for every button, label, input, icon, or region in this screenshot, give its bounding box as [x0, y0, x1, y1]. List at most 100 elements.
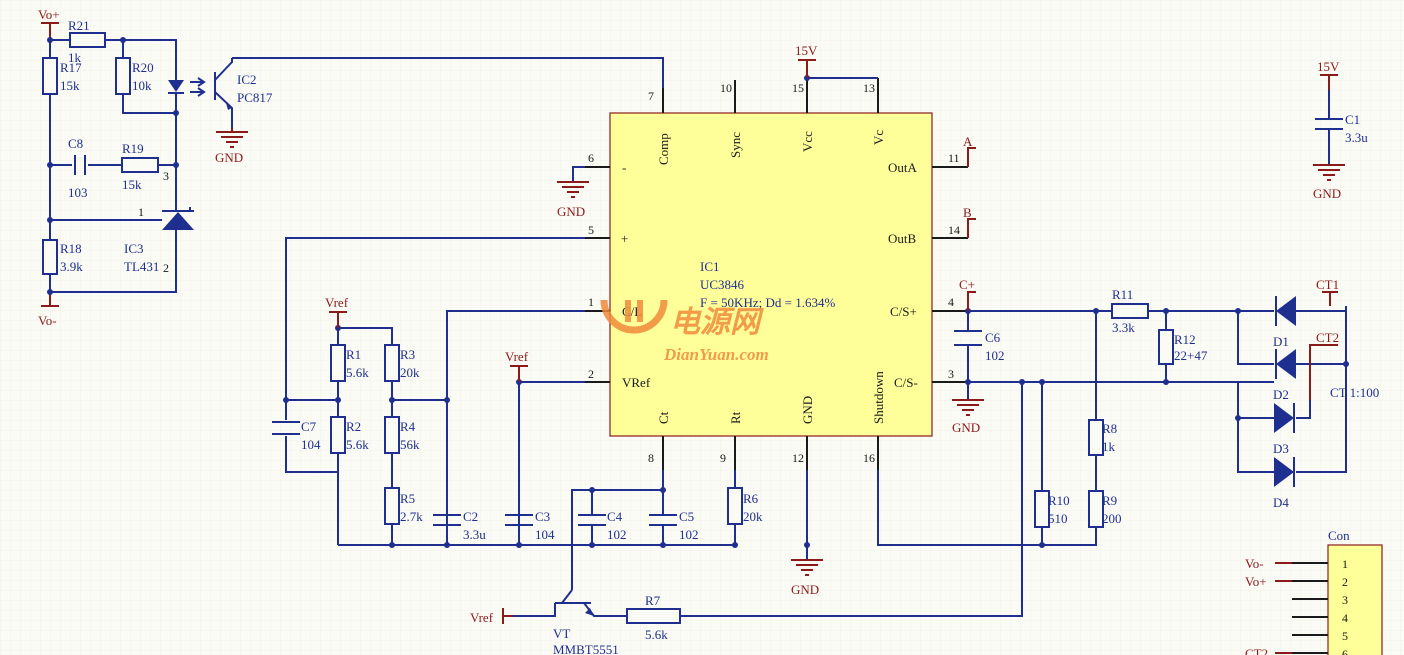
r19-refdes: R19	[122, 141, 144, 156]
pin-num-vref: 2	[588, 367, 594, 381]
diode-d1	[1275, 296, 1296, 326]
d1-refdes: D1	[1273, 334, 1289, 349]
net-label-c-plus: C+	[959, 277, 975, 292]
con-net-vo-plus: Vo+	[1245, 574, 1267, 589]
con-pin-6: 6	[1342, 647, 1348, 655]
r10-refdes: R10	[1048, 493, 1070, 508]
d3-refdes: D3	[1273, 441, 1289, 456]
pin-name-plus: +	[621, 231, 628, 246]
net-vref-vt: Vref	[470, 608, 513, 625]
pin-num-sync: 10	[720, 81, 732, 95]
pin-name-vref: VRef	[622, 375, 651, 390]
diode-d2	[1275, 349, 1296, 379]
r8-value: 1k	[1102, 439, 1116, 454]
r12-refdes: R12	[1174, 332, 1196, 347]
c8-refdes: C8	[68, 136, 83, 151]
con-pin-5: 5	[1342, 629, 1348, 643]
net-label-vo-minus: Vo-	[38, 313, 57, 328]
r20-refdes: R20	[132, 60, 154, 75]
pin-num-gnd: 12	[792, 451, 804, 465]
r21-value: 1k	[68, 50, 82, 65]
vt-part: MMBT5551	[553, 642, 619, 655]
pin-num-outb: 14	[948, 223, 960, 237]
c5-refdes: C5	[679, 509, 694, 524]
net-flag-c-plus: C+	[959, 277, 976, 311]
capacitor-c7	[272, 421, 300, 435]
c3-value: 104	[535, 527, 555, 542]
watermark-cn: 电源网	[670, 306, 764, 339]
gnd-symbol-ic1: GND	[791, 559, 823, 597]
resistor-r6	[727, 487, 743, 525]
c4-refdes: C4	[607, 509, 623, 524]
watermark-en: DianYuan.com	[663, 345, 769, 364]
d2-refdes: D2	[1273, 387, 1289, 402]
con-net-ct2: CT2	[1245, 646, 1268, 655]
c6-value: 102	[985, 348, 1005, 363]
net-label-15v-c1: 15V	[1317, 59, 1340, 74]
net-label-vref-vt: Vref	[470, 610, 494, 625]
pin-name-outb: OutB	[888, 231, 917, 246]
r4-refdes: R4	[400, 419, 416, 434]
r5-refdes: R5	[400, 491, 415, 506]
ic3-refdes: IC3	[124, 241, 144, 256]
r11-value: 3.3k	[1112, 320, 1135, 335]
net-label-vref-c3: Vref	[505, 349, 529, 364]
ic1-part: UC3846	[700, 277, 745, 292]
con-pin-4: 4	[1342, 611, 1348, 625]
r12-value: 22+47	[1174, 348, 1208, 363]
net-vo-plus-top: Vo+	[38, 7, 60, 40]
r10-value: 510	[1048, 511, 1068, 526]
capacitor-c6	[954, 330, 982, 346]
c4-value: 102	[607, 527, 627, 542]
gnd-symbol-c6: GND	[952, 399, 984, 435]
pin-name-gnd: GND	[800, 396, 815, 424]
pin-num-cl: 1	[588, 295, 594, 309]
ic1-params: F = 50KHz; Dd = 1.634%	[700, 295, 835, 310]
r1-refdes: R1	[346, 347, 361, 362]
current-sense-section: C+ C6 102 GND R11 3.3k R12 22+47 R8 1k R…	[877, 277, 1379, 548]
c2-value: 3.3u	[463, 527, 486, 542]
net-15v-ic1: 15V	[795, 43, 818, 78]
ic2-refdes: IC2	[237, 72, 257, 87]
r7-refdes: R7	[645, 593, 661, 608]
r2-value: 5.6k	[346, 437, 369, 452]
pin-name-vc: Vc	[871, 130, 886, 145]
pin-num-vc: 13	[863, 81, 875, 95]
pin-name-vcc: Vcc	[800, 131, 815, 152]
net-label-ct2: CT2	[1316, 330, 1339, 345]
r9-refdes: R9	[1102, 493, 1117, 508]
resistor-r10	[1034, 490, 1050, 528]
ct-ratio-label: CT 1:100	[1330, 385, 1379, 400]
r1-value: 5.6k	[346, 365, 369, 380]
gnd-label-pin6: GND	[557, 204, 585, 219]
r11-refdes: R11	[1112, 287, 1133, 302]
pin-num-csn: 3	[948, 367, 954, 381]
net-flag-ct2: CT2	[1309, 330, 1339, 400]
gnd-label-ic1: GND	[791, 582, 819, 597]
net-flag-b: B	[963, 205, 976, 238]
r9-value: 200	[1102, 511, 1122, 526]
pin-num-plus: 5	[588, 223, 594, 237]
feedback-section: Vo+ Vo- R21 1k R17 15k R20 10k	[38, 7, 664, 328]
gnd-label-ic2: GND	[215, 150, 243, 165]
c5-value: 102	[679, 527, 699, 542]
pin-name-csp: C/S+	[890, 304, 917, 319]
pin-num-shutdown: 16	[863, 451, 875, 465]
resistor-r21	[69, 32, 106, 48]
net-label-15v-ic1: 15V	[795, 43, 818, 58]
gnd-symbol-pin6: GND	[557, 166, 589, 219]
connector-con: Con Vo- Vo+ CT2 1 2 3 4 5 6	[1245, 528, 1383, 655]
capacitor-c2	[433, 514, 461, 545]
capacitor-c3	[505, 514, 533, 526]
r3-value: 20k	[400, 365, 420, 380]
watermark-logo-icon	[600, 299, 668, 334]
r21-refdes: R21	[68, 18, 90, 33]
pin-name-rt: Rt	[728, 411, 743, 424]
r4-value: 56k	[400, 437, 420, 452]
pin-name-minus: -	[622, 160, 626, 175]
ic3-pin-3: 3	[163, 169, 169, 183]
con-pin-1: 1	[1342, 557, 1348, 571]
pin-name-shutdown: Shutdown	[871, 371, 886, 424]
r5-value: 2.7k	[400, 509, 423, 524]
